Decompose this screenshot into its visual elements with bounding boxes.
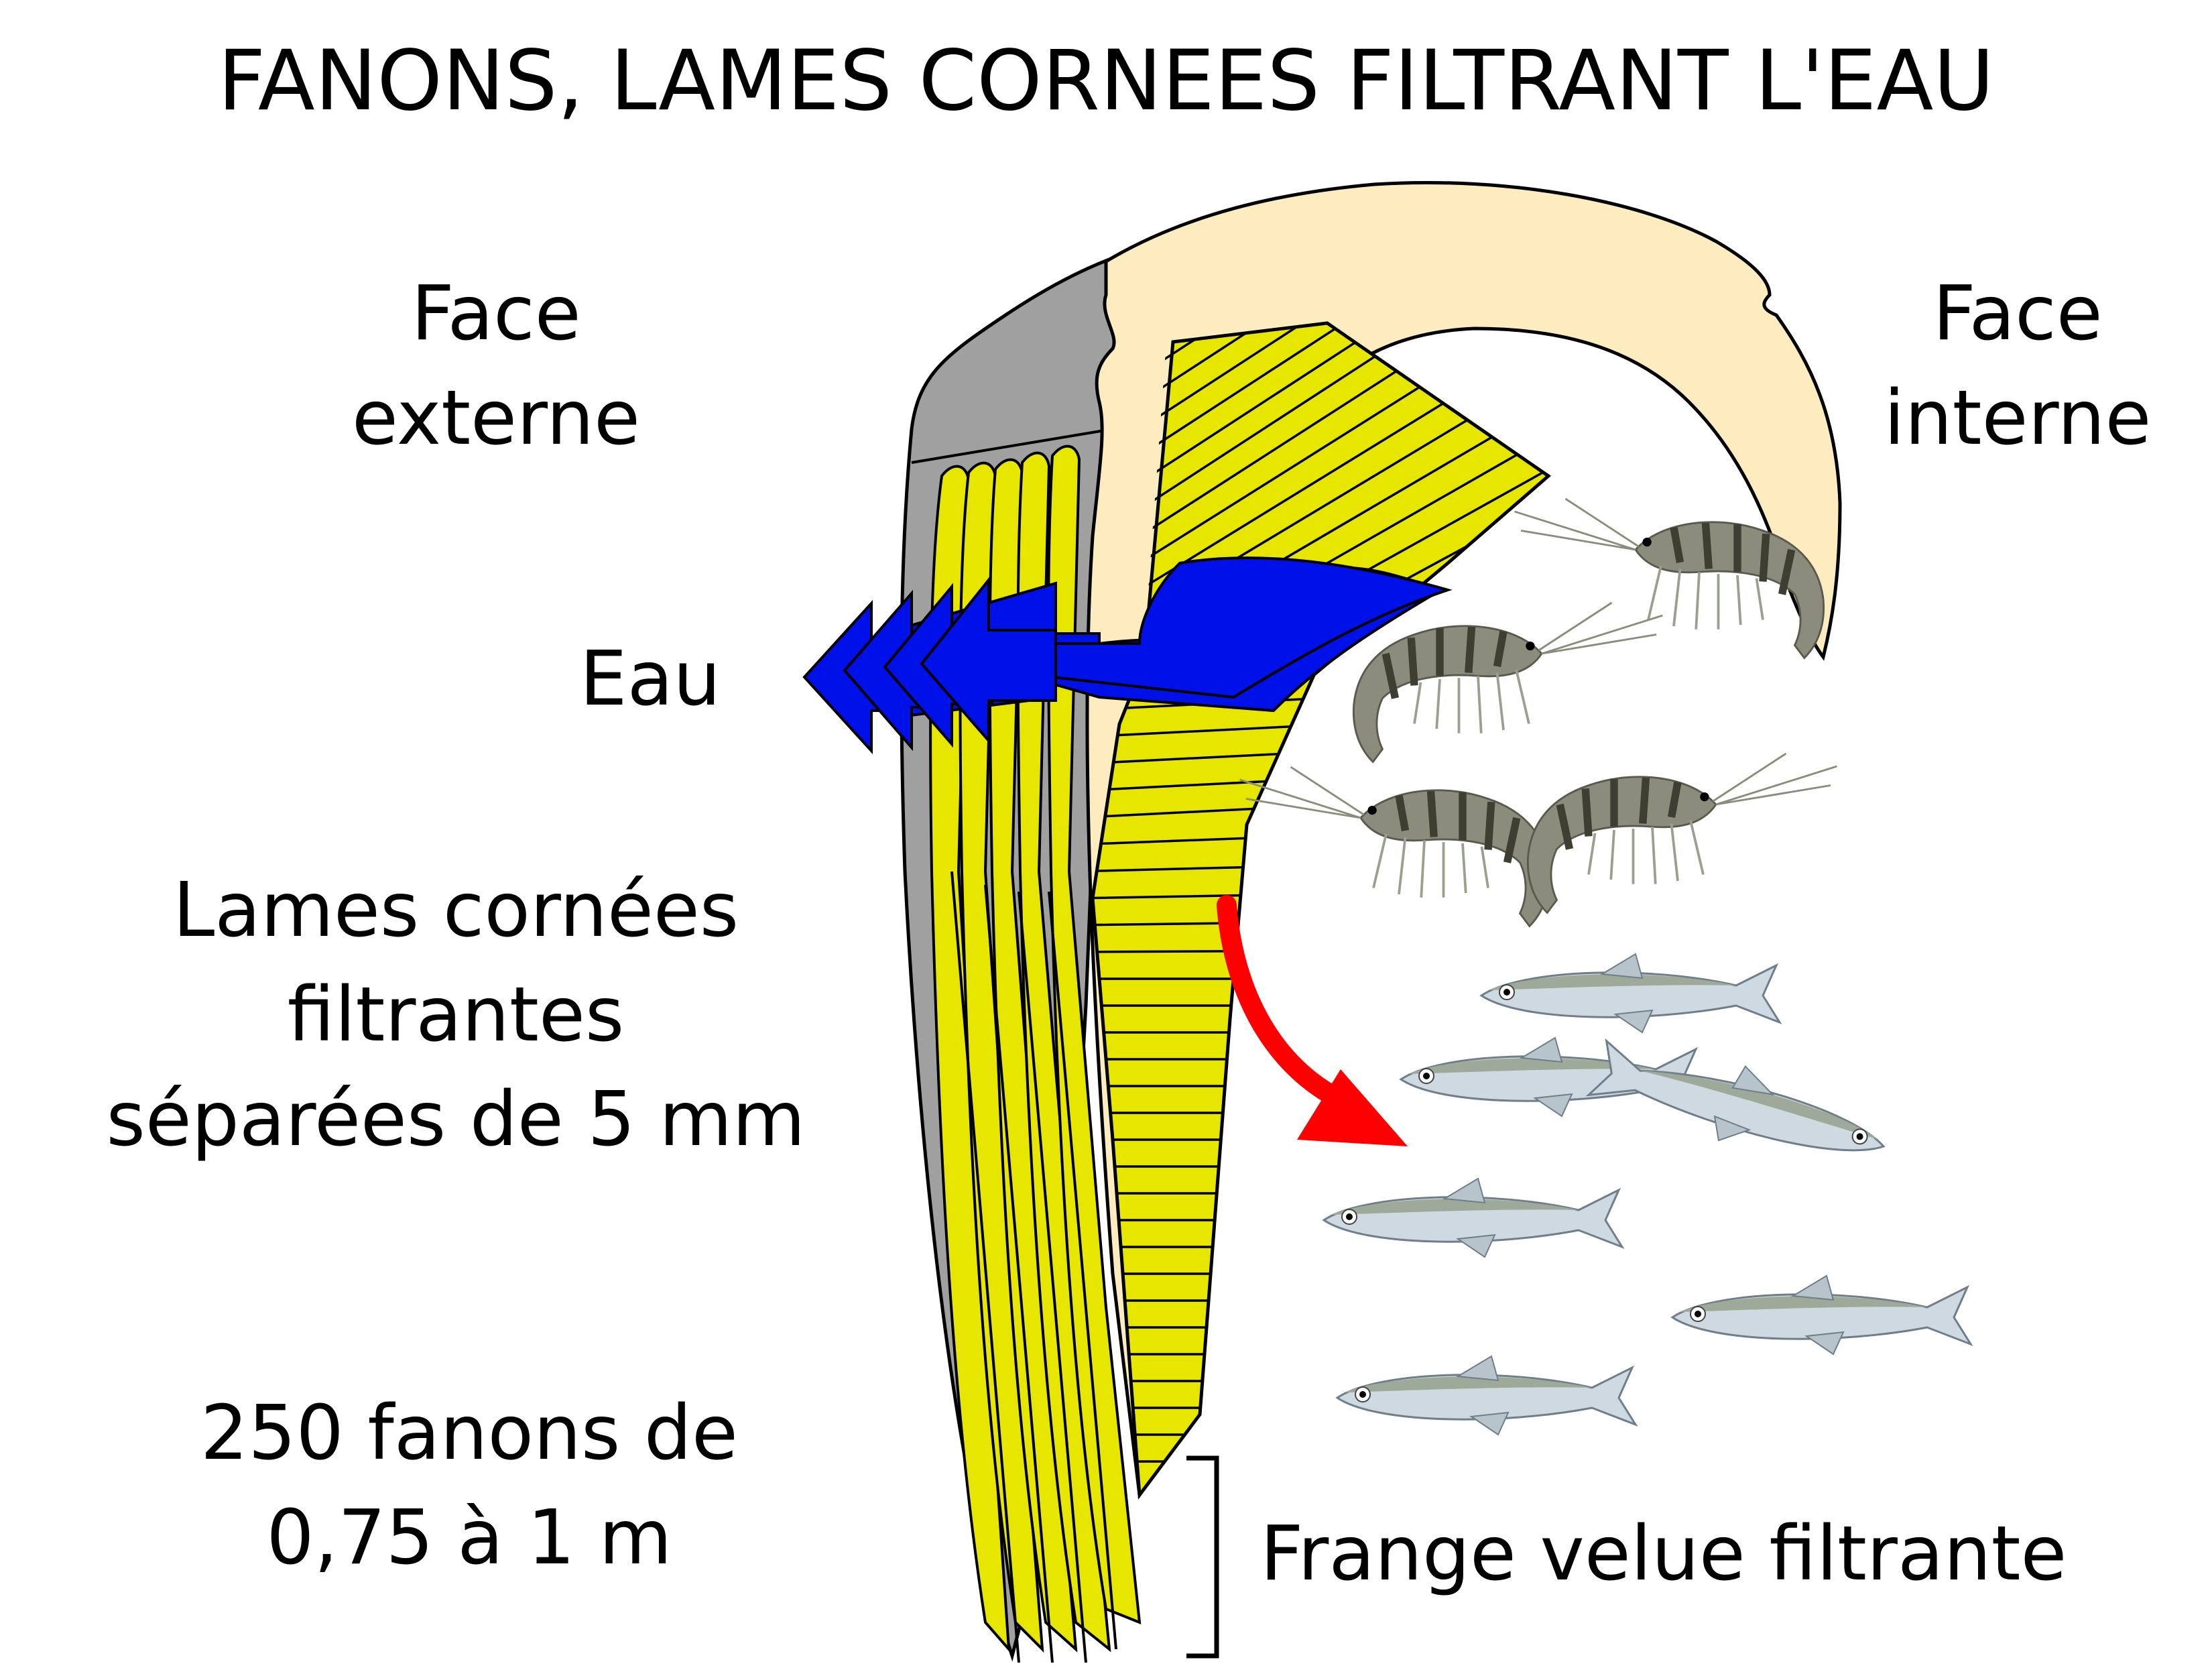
label-face-externe-line1: Face (411, 270, 581, 357)
fish (1480, 953, 1781, 1034)
fish (1671, 1274, 1972, 1356)
label-face-externe-line2: externe (351, 375, 640, 462)
food-capture-arrow (1217, 895, 1408, 1146)
fish (1336, 1355, 1637, 1436)
fish (1323, 1177, 1623, 1258)
fish (1585, 1028, 1896, 1183)
label-frange: Frange velue filtrante (1260, 1510, 2067, 1598)
diagram-title: FANONS, LAMES CORNEES FILTRANT L'EAU (217, 33, 1995, 129)
shrimp (1353, 603, 1662, 762)
label-eau: Eau (579, 636, 721, 723)
label-lames-line3: séparées de 5 mm (106, 1076, 806, 1163)
label-lames: Lames cornées filtrantes séparées de 5 m… (27, 858, 885, 1172)
fish-school (1323, 953, 1972, 1436)
label-face-interne-line2: interne (1884, 375, 2152, 462)
shrimp (1240, 767, 1549, 926)
label-fanons-line1: 250 fanons de (200, 1390, 738, 1477)
shrimp (1528, 754, 1837, 913)
label-lames-line1: Lames cornées (172, 867, 739, 954)
water-flow-arrow (802, 556, 1453, 755)
label-fanons-line2: 0,75 à 1 m (266, 1494, 672, 1581)
label-face-interne: Face interne (1823, 261, 2212, 471)
label-face-interne-line1: Face (1932, 270, 2103, 357)
fringe-bracket (1186, 1455, 1219, 1659)
label-fanons: 250 fanons de 0,75 à 1 m (134, 1381, 804, 1590)
label-lames-line2: filtrantes (287, 971, 625, 1059)
label-face-externe: Face externe (295, 261, 697, 471)
